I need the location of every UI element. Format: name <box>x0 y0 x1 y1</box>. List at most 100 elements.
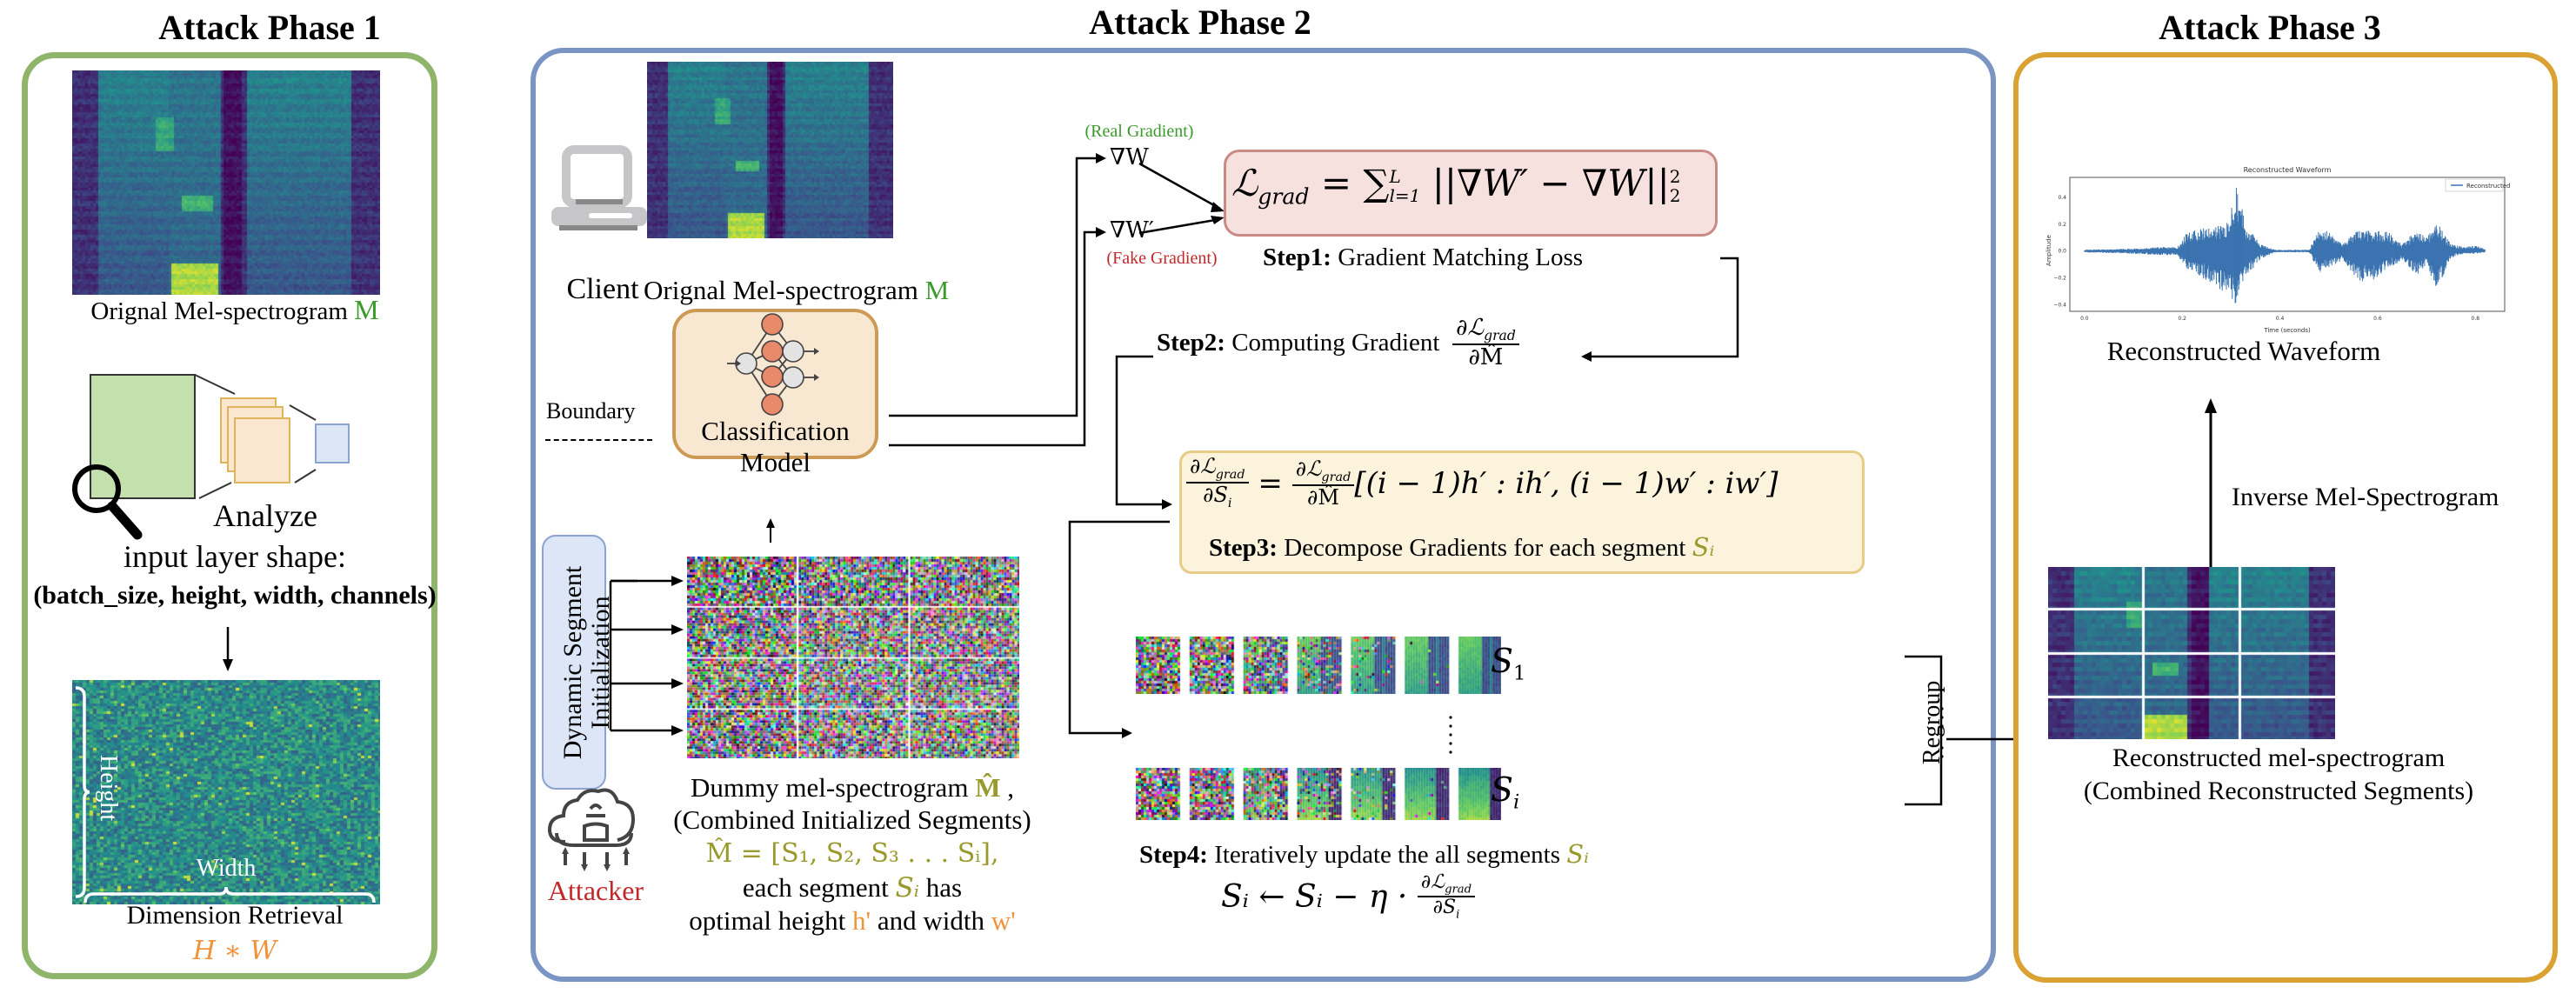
si-evolution <box>1136 768 1501 820</box>
boundary-label: Boundary <box>546 398 636 423</box>
legend-box <box>2445 178 2504 192</box>
step4-label: Step4: Iteratively update the all segmen… <box>1139 839 1589 870</box>
y-tick-label: 0.4 <box>2058 195 2066 201</box>
client-label: Client <box>566 273 639 305</box>
num: ∂ℒ <box>1295 456 1322 481</box>
step2-fraction: ∂ℒgrad ∂M̂ <box>1452 316 1519 370</box>
x-tick-label: 0.6 <box>2373 316 2382 322</box>
row-s1-label: S1 <box>1491 642 1526 685</box>
num-sub: grad <box>1445 883 1472 897</box>
step2-bold: Step2: <box>1157 329 1225 357</box>
step3-formula: ∂ℒgrad ∂Si = ∂ℒgrad ∂M̂ [(i − 1)h′ : ih′… <box>1186 454 1873 511</box>
waveform-caption: Reconstructed Waveform <box>2106 336 2381 366</box>
h-prime: h' <box>852 905 871 936</box>
si-symbol: Sᵢ <box>1566 839 1589 869</box>
update-fraction: ∂ℒgrad ∂Si <box>1417 872 1476 922</box>
phase1-title: Attack Phase 1 <box>158 8 381 47</box>
rhs-fraction: ∂ℒgrad ∂M̂ <box>1291 456 1355 510</box>
cnn-layers-icon <box>90 374 350 499</box>
input-layer-label: input layer shape: <box>123 539 346 574</box>
real-gradient-symbol: ∇W <box>1110 144 1149 170</box>
y-tick-label: −0.4 <box>2053 302 2066 308</box>
x-axis-label: Time (seconds) <box>2263 327 2311 334</box>
step1-label: Step1: Gradient Matching Loss <box>1263 243 1583 272</box>
den: ∂M̂ <box>1468 343 1504 370</box>
lhs-fraction: ∂ℒgrad ∂Si <box>1186 454 1249 511</box>
dummy-formula: M̂ = [S₁, S₂, S₃ . . . Sᵢ], <box>705 838 999 869</box>
step1-bold: Step1: <box>1263 243 1331 271</box>
equals: = <box>1258 465 1283 501</box>
caption-text: Orignal Mel-spectrogram <box>90 297 348 325</box>
legend-label: Reconstructed <box>2466 183 2510 190</box>
fake-gradient-label: (Fake Gradient) <box>1106 249 1218 268</box>
step1-text: Gradient Matching Loss <box>1338 243 1584 271</box>
noise-spectrogram <box>72 680 380 904</box>
segment-description: each segment Sᵢ has <box>635 872 1070 904</box>
den: ∂S <box>1432 897 1457 919</box>
gradient-matching-loss-box[interactable] <box>1224 150 1718 237</box>
phase2-original-spectrogram <box>647 62 893 238</box>
chart-title: Reconstructed Waveform <box>2244 166 2332 174</box>
recon-grid-canvas <box>2048 567 2335 739</box>
recon-caption-line2: (Combined Reconstructed Segments) <box>2083 777 2474 805</box>
norm-sup: 2 <box>1669 166 1681 187</box>
regroup-text: Regroup <box>1919 680 1945 764</box>
dimension-retrieval-caption: Dimension Retrieval <box>126 901 344 930</box>
phase3-panel <box>2013 52 2558 983</box>
phase1-spectrogram-caption: Orignal Mel-spectrogram M <box>0 294 470 326</box>
dummy-segment-grid <box>687 557 1019 758</box>
dummy-grid-canvas <box>687 557 1019 758</box>
num: ∂ℒ <box>1190 454 1216 478</box>
arrow-from-dummy-to-model <box>766 518 775 543</box>
fake-gradient-symbol: ∇W′ <box>1110 217 1154 243</box>
dimension-formula: H ∗ W <box>192 936 277 966</box>
den: ∂S <box>1203 482 1228 507</box>
x-tick-label: 0.8 <box>2472 316 2480 322</box>
analyze-label: Analyze <box>213 498 317 533</box>
optimal-size-description: optimal height h' and width w' <box>635 905 1070 937</box>
neural-network-icon <box>727 313 819 416</box>
real-gradient-label: (Real Gradient) <box>1084 122 1194 141</box>
den: ∂M̂ <box>1307 484 1339 510</box>
m-hat-symbol: M̂ <box>975 772 1001 803</box>
x-tick-label: 0.4 <box>2276 316 2285 322</box>
dummy-text: Dummy mel-spectrogram <box>691 772 969 803</box>
loss-symbol: ℒ <box>1231 162 1258 204</box>
y-axis-label: Amplitude <box>2045 235 2052 266</box>
client-computer-icon <box>551 145 647 230</box>
loss-eq-sum: = ∑ <box>1320 162 1390 204</box>
s1-evolution <box>1136 637 1501 694</box>
magnifier-icon <box>72 464 143 540</box>
step3-box[interactable] <box>1179 450 1865 574</box>
phase2-spectrogram-caption: Orignal Mel-spectrogram M <box>644 275 949 306</box>
step4-bold: Step4: <box>1139 841 1208 869</box>
attacker-label: Attacker <box>547 875 644 906</box>
gradient-flow-connectors <box>889 153 2056 806</box>
m-symbol: M <box>924 275 950 305</box>
sum-upper: L <box>1389 166 1401 187</box>
step3-text: Decompose Gradients for each segment <box>1284 534 1686 562</box>
sum-lower: l=1 <box>1389 185 1421 206</box>
step4-update-formula: Sᵢ ← Sᵢ − η · ∂ℒgrad ∂Si <box>1221 872 1476 922</box>
y-tick-label: 0.0 <box>2058 249 2066 255</box>
loss-norm: ||∇W′ − ∇W|| <box>1431 162 1670 204</box>
phase2-title: Attack Phase 2 <box>1089 3 1311 42</box>
step2-label: Step2: Computing Gradient ∂ℒgrad ∂M̂ <box>1157 316 1519 370</box>
x-tick-label: 0.2 <box>2178 316 2186 322</box>
boundary-dashed-line <box>545 439 652 441</box>
sub: 1 <box>1513 662 1526 685</box>
s: S <box>1491 642 1514 680</box>
step3-label: Step3: Decompose Gradients for each segm… <box>1209 532 1714 563</box>
optimal-prefix: optimal height <box>689 905 846 936</box>
dynamic-segment-init-box[interactable] <box>542 535 606 790</box>
height-width-braces <box>75 686 376 904</box>
row-si-label: Si <box>1491 770 1519 814</box>
x-tick-label: 0.0 <box>2080 316 2089 322</box>
num-sub: grad <box>1321 470 1351 484</box>
init-branch-arrows <box>609 576 684 736</box>
step3-bold: Step3: <box>1209 534 1278 562</box>
regroup-label[interactable]: Regroup <box>1901 643 1945 764</box>
y-tick-label: −0.2 <box>2053 276 2066 282</box>
slice-range: [(i − 1)h′ : ih′, (i − 1)w′ : iw′] <box>1354 465 1779 501</box>
